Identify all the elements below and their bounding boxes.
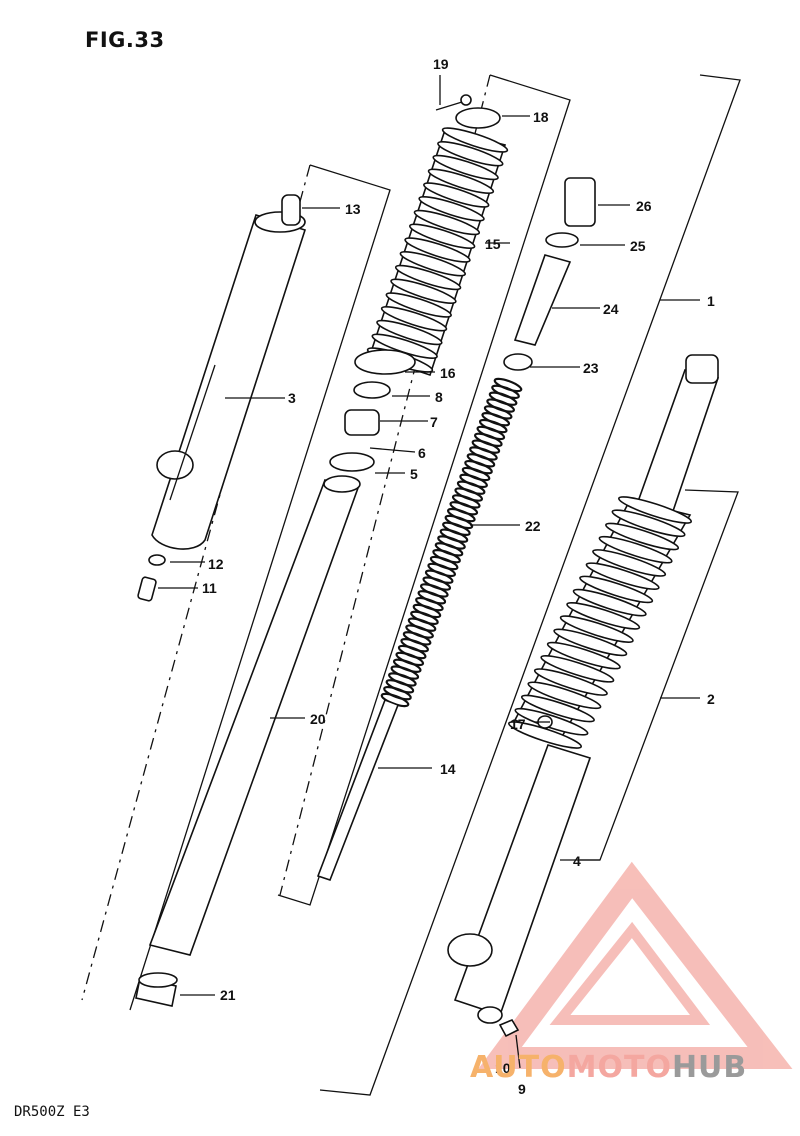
part-seal-stack bbox=[329, 349, 416, 472]
watermark-text: AUTOMOTOHUB bbox=[470, 1050, 747, 1085]
part-inner-tube bbox=[148, 475, 361, 956]
bellows-ridge bbox=[408, 223, 476, 250]
bellows-ridge bbox=[520, 694, 595, 723]
part-bushing bbox=[135, 972, 178, 1007]
part-damper-rod bbox=[316, 698, 400, 881]
bellows-ridge bbox=[380, 305, 448, 332]
bellows-ridge bbox=[404, 237, 471, 263]
callout-10: 10 bbox=[495, 1060, 511, 1076]
bellows-ridge bbox=[533, 668, 608, 696]
part-right-fork bbox=[447, 354, 720, 1024]
bellows-ridge bbox=[598, 535, 673, 564]
bellows-ridge bbox=[559, 615, 634, 643]
bellows-ridge bbox=[546, 641, 621, 670]
callout-6: 6 bbox=[418, 445, 426, 461]
callout-3: 3 bbox=[288, 390, 296, 406]
callout-26: 26 bbox=[636, 198, 652, 214]
part-clamp-screw bbox=[435, 94, 472, 111]
callout-14: 14 bbox=[440, 761, 456, 777]
callout-21: 21 bbox=[220, 987, 236, 1003]
watermark-part-2: MOTO bbox=[566, 1050, 672, 1085]
frame-lower-tube bbox=[129, 164, 391, 1011]
bellows-ridge bbox=[553, 628, 628, 657]
part-spring bbox=[380, 377, 523, 708]
watermark-logo bbox=[478, 861, 793, 1069]
callout-5: 5 bbox=[410, 466, 418, 482]
callout-9: 9 bbox=[518, 1081, 526, 1097]
bellows-ridge bbox=[427, 168, 495, 195]
callout-1: 1 bbox=[707, 293, 715, 309]
watermark-part-1: AUTO bbox=[470, 1050, 567, 1085]
bellows-ridge bbox=[605, 522, 680, 551]
callout-15: 15 bbox=[485, 236, 501, 252]
model-code: DR500Z E3 bbox=[14, 1104, 90, 1120]
bellows-ridge bbox=[437, 140, 504, 167]
bellows-ridge bbox=[566, 602, 641, 630]
callout-7: 7 bbox=[430, 414, 438, 430]
bellows-ridge bbox=[423, 182, 490, 208]
callout-17: 17 bbox=[510, 716, 526, 732]
bellows-ridge bbox=[413, 209, 481, 236]
bellows-ridge bbox=[585, 562, 660, 591]
callout-8: 8 bbox=[435, 389, 443, 405]
bellows-ridge bbox=[441, 127, 509, 153]
callout-18: 18 bbox=[533, 109, 549, 125]
watermark-part-3: HUB bbox=[671, 1050, 748, 1085]
bellows-ridge bbox=[418, 195, 485, 222]
bellows-ridge bbox=[508, 721, 582, 749]
callout-23: 23 bbox=[583, 360, 599, 376]
leader-lines bbox=[158, 75, 700, 996]
bellows-ridge bbox=[592, 549, 667, 577]
part-washer-bolt-left bbox=[137, 554, 166, 602]
figure-title: FIG.33 bbox=[85, 28, 165, 52]
bellows-ridge bbox=[390, 278, 457, 305]
callout-16: 16 bbox=[440, 365, 456, 381]
frame-damper bbox=[277, 74, 571, 906]
bellows-ridge bbox=[376, 319, 443, 346]
bellows-ridge bbox=[540, 654, 615, 683]
part-outer-tube-left bbox=[151, 194, 307, 550]
callout-4: 4 bbox=[573, 853, 581, 869]
callout-labels: 1 2 3 4 5 6 7 8 9 10 11 12 13 14 15 16 1… bbox=[202, 56, 715, 1097]
bellows-ridge bbox=[399, 250, 467, 277]
bellows-ridge bbox=[572, 588, 647, 617]
bellows-ridge bbox=[432, 154, 499, 181]
frame-right-assembly bbox=[319, 74, 741, 1096]
part-boot-left bbox=[366, 107, 509, 377]
callout-2: 2 bbox=[707, 691, 715, 707]
bellows-ridge bbox=[579, 575, 654, 604]
bellows-ridge bbox=[618, 496, 692, 524]
callout-24: 24 bbox=[603, 301, 619, 317]
callout-13: 13 bbox=[345, 201, 361, 217]
callout-12: 12 bbox=[208, 556, 224, 572]
callout-19: 19 bbox=[433, 56, 449, 72]
bellows-ridge bbox=[611, 509, 686, 538]
callout-22: 22 bbox=[525, 518, 541, 534]
callout-25: 25 bbox=[630, 238, 646, 254]
callout-11: 11 bbox=[202, 580, 217, 596]
bellows-ridge bbox=[385, 292, 452, 318]
callout-20: 20 bbox=[310, 711, 326, 727]
part-cap-assembly bbox=[503, 177, 596, 371]
part-nut-bolt-right bbox=[498, 1018, 521, 1069]
bellows-ridge bbox=[527, 681, 602, 710]
bellows-ridge bbox=[394, 264, 462, 291]
